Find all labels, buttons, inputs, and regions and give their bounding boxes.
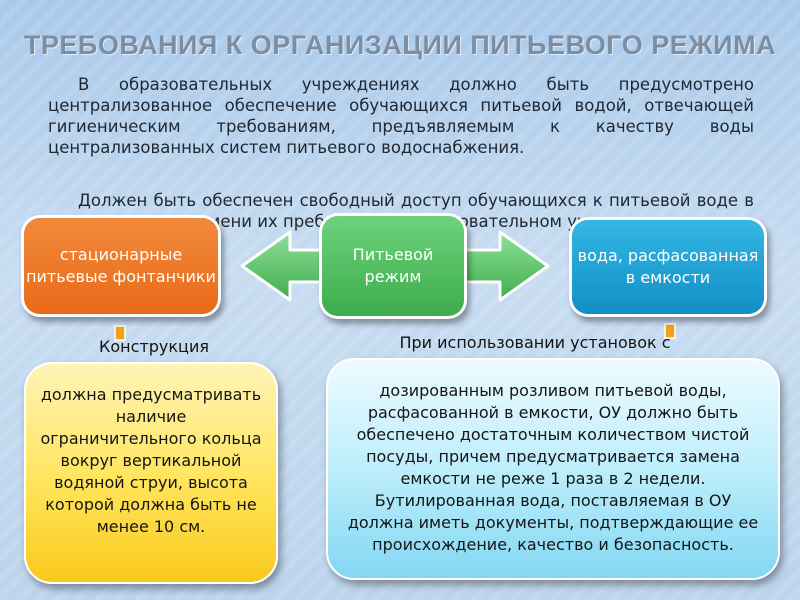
box-drinking-fountains-label: стационарные питьевые фонтанчики [26, 245, 216, 286]
label-construction: Конструкция [99, 337, 209, 356]
panel-bottled-requirements: дозированным розливом питьевой воды, рас… [326, 358, 780, 580]
box-drinking-regime-label: Питьевой режим [352, 245, 434, 286]
paragraph-centralized-supply: В образовательных учреждениях должно быт… [48, 75, 754, 157]
box-drinking-fountains: стационарные питьевые фонтанчики [24, 218, 218, 314]
box-bottled-water: вода, расфасованная в емкости [572, 220, 764, 314]
box-bottled-water-label: вода, расфасованная в емкости [577, 246, 759, 287]
box-drinking-regime: Питьевой режим [322, 216, 464, 316]
panel-fountain-text: должна предусматривать наличие ограничит… [40, 385, 262, 536]
panel-fountain-requirements: должна предусматривать наличие ограничит… [24, 362, 278, 584]
label-installations: При использовании установок с [399, 333, 671, 352]
page-title: ТРЕБОВАНИЯ К ОРГАНИЗАЦИИ ПИТЬЕВОГО РЕЖИМ… [23, 30, 777, 60]
panel-bottled-text: дозированным розливом питьевой воды, рас… [347, 381, 759, 554]
